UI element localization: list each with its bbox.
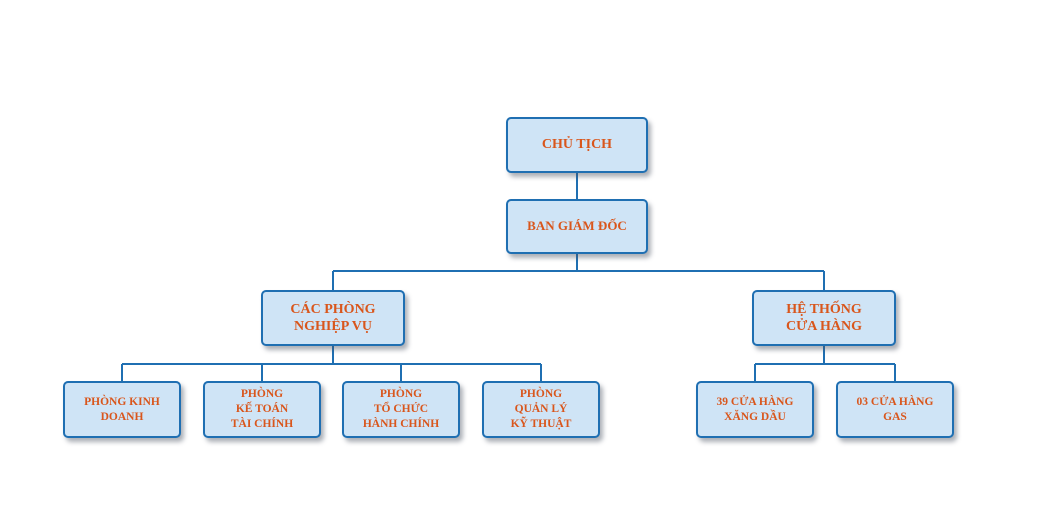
node-technical-management-department: PHÒNG QUẢN LÝ KỸ THUẬT	[482, 381, 600, 438]
node-departments: CÁC PHÒNG NGHIỆP VỤ	[261, 290, 405, 346]
node-board-of-directors: BAN GIÁM ĐỐC	[506, 199, 648, 254]
node-finance-accounting-department: PHÒNG KẾ TOÁN TÀI CHÍNH	[203, 381, 321, 438]
node-store-system: HỆ THỐNG CỬA HÀNG	[752, 290, 896, 346]
node-gas-stores: 03 CỬA HÀNG GAS	[836, 381, 954, 438]
node-business-department: PHÒNG KINH DOANH	[63, 381, 181, 438]
node-fuel-stores: 39 CỬA HÀNG XĂNG DẦU	[696, 381, 814, 438]
node-administration-department: PHÒNG TỔ CHỨC HÀNH CHÍNH	[342, 381, 460, 438]
node-chairman: CHỦ TỊCH	[506, 117, 648, 173]
